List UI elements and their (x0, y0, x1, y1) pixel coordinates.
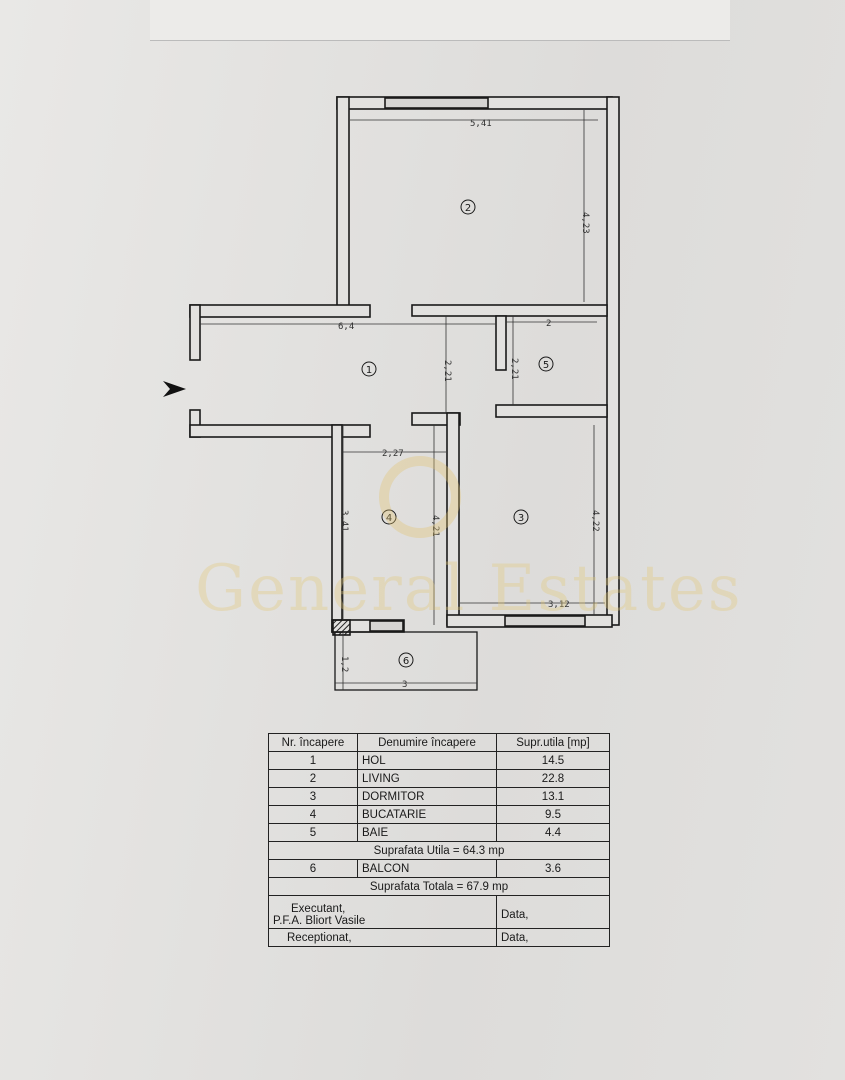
cell-area: 4.4 (496, 823, 610, 842)
cell-name: HOL (357, 751, 497, 770)
balcony-outline (334, 631, 478, 691)
dim-kitchen-depth: 3,41 (339, 510, 349, 532)
watermark: General Estates (195, 552, 743, 626)
room-label-5: 5 (543, 360, 549, 371)
receptionat-row: Receptionat, Data, (268, 928, 610, 947)
dim-hall-length: 6,4 (338, 322, 354, 332)
dim-balcony-depth: 1,2 (339, 656, 349, 672)
cell-area: 13.1 (496, 787, 610, 806)
cell-area: 22.8 (496, 769, 610, 788)
room-label-2: 2 (465, 203, 471, 214)
total-row: Suprafata Totala = 67.9 mp (268, 877, 610, 896)
cell-nr: 5 (268, 823, 358, 842)
dim-balcony-width: 3 (402, 680, 407, 690)
cell-nr: 2 (268, 769, 358, 788)
cell-nr: 4 (268, 805, 358, 824)
watermark-logo-icon (379, 456, 461, 538)
cell-name: BUCATARIE (357, 805, 497, 824)
cell-area: 3.6 (496, 859, 610, 878)
cell-name: BAIE (357, 823, 497, 842)
cell-name: DORMITOR (357, 787, 497, 806)
cell-nr: 1 (268, 751, 358, 770)
dim-living-width: 5,41 (470, 119, 492, 129)
useful-total: Suprafata Utila = 64.3 mp (268, 841, 610, 860)
dim-bedroom-width: 3,12 (548, 600, 570, 610)
column (332, 619, 351, 636)
cell-area: 14.5 (496, 751, 610, 770)
cell-nr: 3 (268, 787, 358, 806)
wall (606, 96, 620, 626)
dim-hall-width: 2,21 (442, 360, 452, 382)
wall (189, 304, 371, 318)
executant-row: Executant,P.F.A. Bliort Vasile Data, (268, 895, 610, 929)
wall (189, 304, 201, 361)
rooms-table: Nr. încapere Denumire încapere Supr.util… (268, 733, 610, 947)
room-label-4: 4 (386, 513, 392, 524)
cell-name: BALCON (357, 859, 497, 878)
dimension-lines (200, 110, 605, 690)
dim-kitchen-width: 2,27 (382, 449, 404, 459)
executant-cell: Executant,P.F.A. Bliort Vasile (268, 895, 497, 929)
wall (495, 404, 608, 418)
floor-plan: 5,41 4,23 6,4 2,21 2 2,21 2,27 3,41 4,21… (163, 96, 620, 691)
header-nr: Nr. încapere (268, 733, 358, 752)
window (369, 620, 404, 632)
dim-living-depth: 4,23 (580, 212, 590, 234)
room-label-6: 6 (403, 656, 409, 667)
wall (336, 96, 350, 308)
header-name: Denumire încapere (357, 733, 497, 752)
date-label: Data, (496, 895, 610, 929)
window (504, 615, 586, 627)
executant-label: Executant, (291, 903, 346, 915)
useful-total-row: Suprafata Utila = 64.3 mp (268, 841, 610, 860)
table-header: Nr. încapere Denumire încapere Supr.util… (268, 733, 610, 752)
cell-nr: 6 (268, 859, 358, 878)
wall (189, 424, 371, 438)
cell-name: LIVING (357, 769, 497, 788)
grand-total: Suprafata Totala = 67.9 mp (268, 877, 610, 896)
previous-page-strip (150, 0, 730, 41)
cell-area: 9.5 (496, 805, 610, 824)
arrow-right-icon (163, 381, 186, 397)
wall (495, 315, 507, 371)
dim-kitchen-length: 4,21 (430, 515, 440, 537)
room-label-3: 3 (518, 513, 524, 524)
dim-bedroom-depth: 4,22 (590, 510, 600, 532)
room-label-1: 1 (366, 365, 372, 376)
date-label: Data, (496, 928, 610, 947)
dim-bath-depth: 2,21 (509, 358, 519, 380)
executant-name: P.F.A. Bliort Vasile (273, 915, 366, 927)
wall (411, 304, 608, 317)
window (384, 97, 489, 109)
receptionat-label: Receptionat, (268, 928, 497, 947)
dim-bath-width: 2 (546, 319, 551, 329)
header-area: Supr.utila [mp] (496, 733, 610, 752)
